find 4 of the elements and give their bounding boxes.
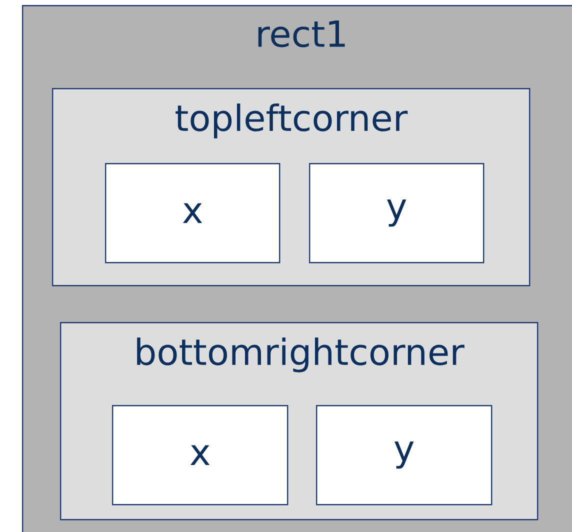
field-box: y bbox=[316, 405, 492, 506]
field-box: x bbox=[105, 163, 280, 264]
field-box: x bbox=[112, 405, 288, 506]
field-box: y bbox=[309, 163, 484, 264]
